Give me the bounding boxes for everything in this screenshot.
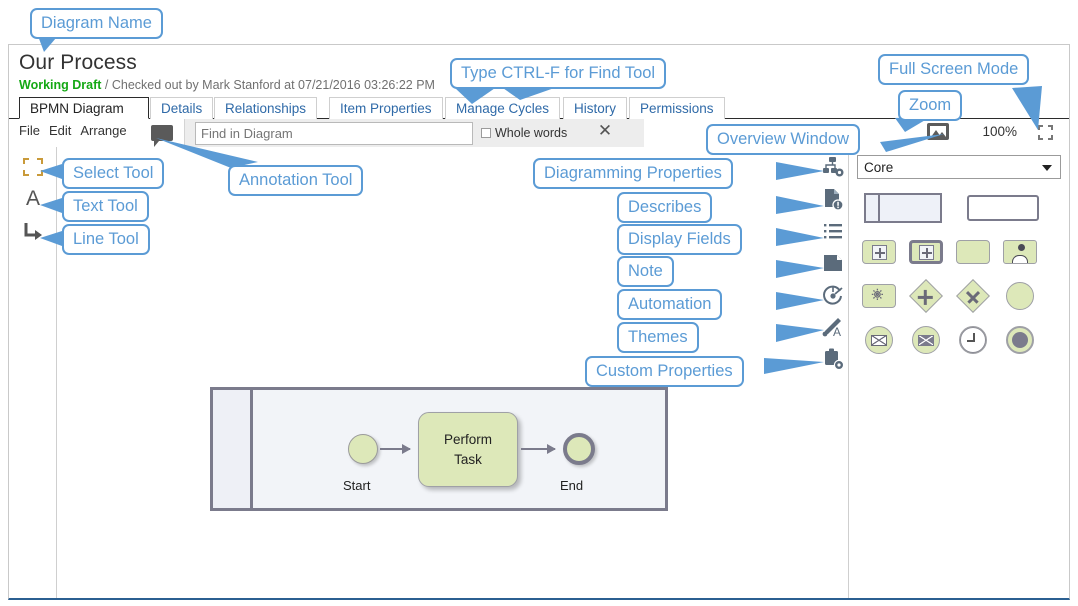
- sequence-flow-1: [380, 444, 411, 454]
- describes-icon[interactable]: [821, 187, 845, 211]
- text-tool-icon[interactable]: A: [25, 187, 40, 210]
- callout-type-ctrl-f: Type CTRL-F for Find Tool: [450, 58, 667, 89]
- tab-relationships[interactable]: Relationships: [214, 97, 318, 119]
- menu-arrange[interactable]: Arrange: [80, 123, 127, 138]
- timer-event-shape[interactable]: [951, 323, 995, 357]
- automation-icon[interactable]: [821, 283, 845, 307]
- whole-words-label: Whole words: [495, 126, 568, 140]
- chevron-down-icon: [1042, 165, 1052, 171]
- subprocess-shape[interactable]: [857, 235, 901, 269]
- svg-text:A: A: [833, 325, 841, 339]
- stencil-select-value: Core: [864, 159, 894, 175]
- zoom-level[interactable]: 100%: [982, 124, 1017, 139]
- callout-diagramming-properties: Diagramming Properties: [533, 158, 733, 189]
- tab-history[interactable]: History: [563, 97, 628, 119]
- callout-zoom: Zoom: [898, 90, 963, 121]
- custom-properties-icon[interactable]: [821, 347, 845, 371]
- task-shape[interactable]: [951, 235, 995, 269]
- message-end-event-shape[interactable]: [904, 323, 948, 357]
- themes-icon[interactable]: A: [821, 315, 845, 339]
- callout-themes: Themes: [617, 322, 699, 353]
- subprocess-selected-shape[interactable]: [904, 235, 948, 269]
- message-start-event-shape[interactable]: [857, 323, 901, 357]
- display-fields-icon[interactable]: [821, 219, 845, 243]
- bpmn-start-event[interactable]: [348, 434, 378, 464]
- callout-line-tool: Line Tool: [62, 224, 150, 255]
- callout-note: Note: [617, 256, 674, 287]
- diagramming-properties-icon[interactable]: [821, 155, 845, 179]
- tab-permissions[interactable]: Permissions: [629, 97, 725, 119]
- callout-display-fields: Display Fields: [617, 224, 742, 255]
- callout-diagram-name: Diagram Name: [30, 8, 163, 39]
- bpmn-end-event[interactable]: [563, 433, 595, 465]
- start-event-label: Start: [343, 478, 371, 493]
- bpmn-task[interactable]: Perform Task: [418, 412, 518, 487]
- callout-text-tool: Text Tool: [62, 191, 149, 222]
- callout-describes: Describes: [617, 192, 713, 223]
- page-title: Our Process: [19, 51, 137, 74]
- note-icon[interactable]: [821, 251, 845, 275]
- sequence-flow-2: [521, 444, 556, 454]
- callout-select-tool: Select Tool: [62, 158, 165, 189]
- status-badge: Working Draft: [19, 78, 102, 92]
- tab-item-properties[interactable]: Item Properties: [329, 97, 443, 119]
- callout-full-screen-mode: Full Screen Mode: [878, 54, 1030, 85]
- status-detail: / Checked out by Mark Stanford at 07/21/…: [101, 78, 435, 92]
- end-event-shape[interactable]: [998, 323, 1042, 357]
- task-label-line2: Task: [454, 451, 482, 467]
- pool-shape[interactable]: [857, 191, 949, 225]
- callout-annotation-tool: Annotation Tool: [228, 165, 364, 196]
- close-icon[interactable]: ✕: [597, 121, 613, 140]
- start-event-shape[interactable]: [998, 279, 1042, 313]
- menu-file[interactable]: File: [19, 123, 40, 138]
- properties-icon-rail: A: [817, 147, 849, 598]
- tool-rail: A: [9, 147, 57, 598]
- menu-edit[interactable]: Edit: [48, 123, 72, 138]
- task-label-line1: Perform: [443, 431, 492, 447]
- menu-bar: File Edit Arrange Whole words ✕ 100%: [9, 119, 1069, 147]
- tab-details[interactable]: Details: [150, 97, 214, 119]
- search-input[interactable]: [195, 122, 473, 145]
- tab-strip: BPMN Diagram Details Relationships Item …: [9, 97, 1069, 119]
- bpmn-pool[interactable]: Perform Task Start End: [210, 387, 668, 511]
- tab-bpmn-diagram[interactable]: BPMN Diagram: [19, 97, 149, 119]
- end-event-label: End: [560, 478, 584, 493]
- whole-words-checkbox[interactable]: Whole words: [481, 126, 567, 140]
- stencil-panel: Core: [849, 147, 1069, 598]
- annotation-tool-icon[interactable]: [151, 125, 173, 147]
- stencil-select[interactable]: Core: [857, 155, 1061, 179]
- pool-lane-header: [213, 390, 253, 508]
- find-bar: Whole words ✕: [184, 119, 644, 147]
- checkbox-box[interactable]: [481, 128, 491, 138]
- document-status: Working Draft / Checked out by Mark Stan…: [19, 78, 435, 92]
- callout-automation: Automation: [617, 289, 723, 320]
- menu-items: File Edit Arrange: [19, 123, 136, 138]
- lane-shape[interactable]: [957, 191, 1049, 225]
- select-tool-icon[interactable]: [21, 155, 45, 179]
- tab-manage-cycles[interactable]: Manage Cycles: [445, 97, 561, 119]
- full-screen-icon[interactable]: [1038, 125, 1053, 140]
- line-tool-icon[interactable]: [21, 219, 45, 243]
- service-task-shape[interactable]: [857, 279, 901, 313]
- callout-overview-window: Overview Window: [706, 124, 861, 155]
- callout-custom-properties: Custom Properties: [585, 356, 744, 387]
- user-task-shape[interactable]: [998, 235, 1042, 269]
